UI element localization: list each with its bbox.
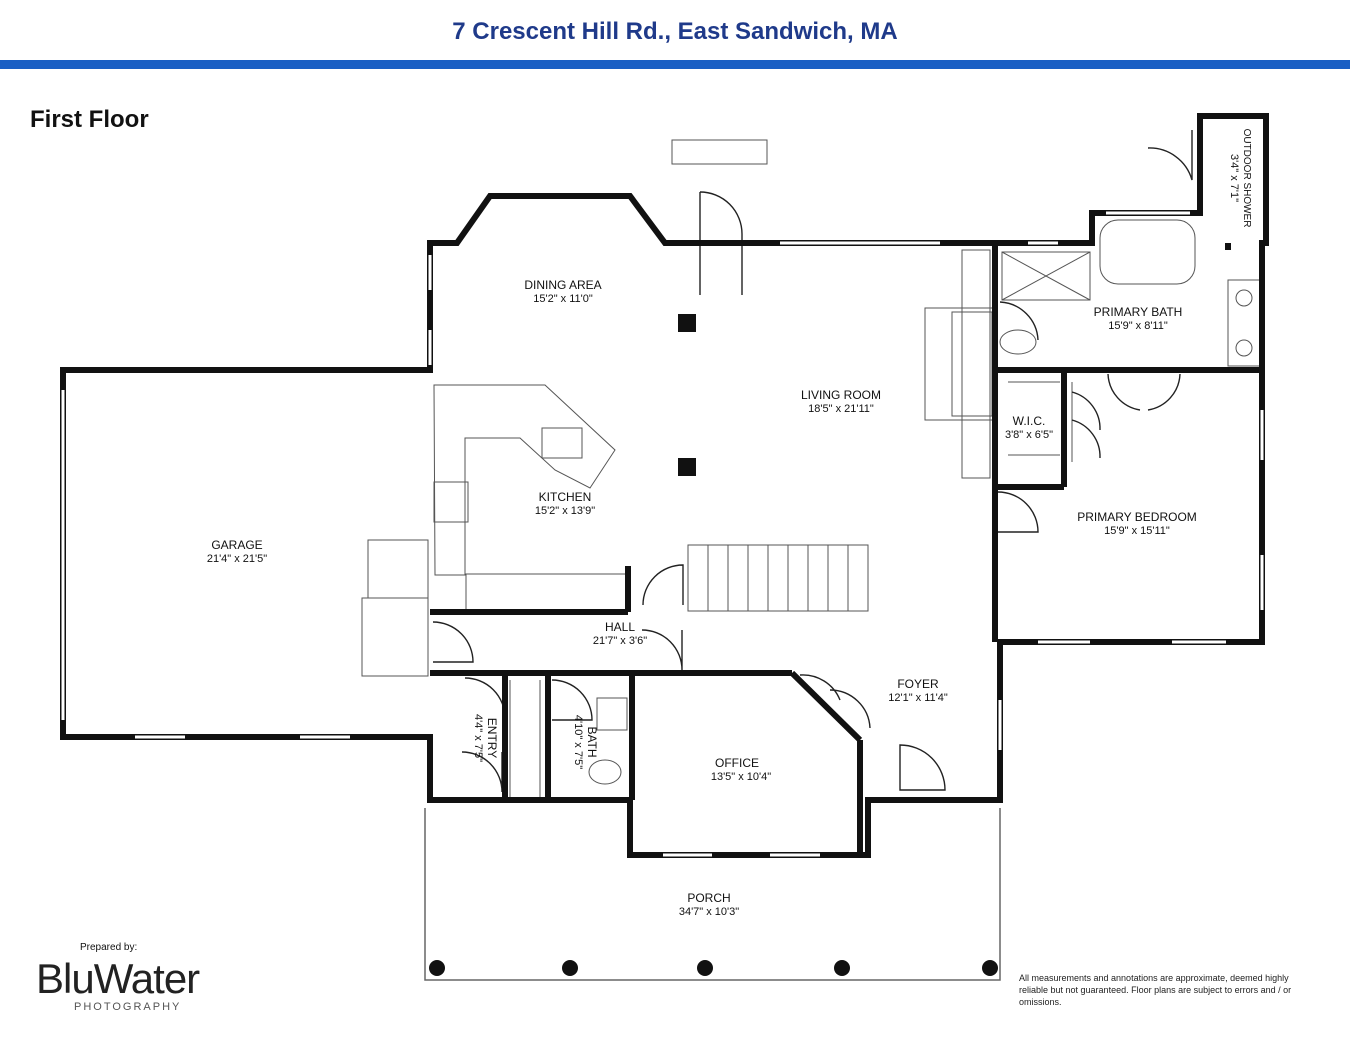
door-swing: [1071, 391, 1101, 431]
room-dims-bath: 4'10" x 7'5": [572, 715, 584, 769]
room-dims-kitchen: 15'2" x 13'9": [535, 505, 595, 517]
room-dims-foyer: 12'1" x 11'4": [888, 692, 948, 704]
room-dims-wic: 3'8" x 6'5": [1005, 429, 1053, 441]
sink-icon: [1235, 289, 1253, 307]
room-label-primary-bath: PRIMARY BATH: [1094, 305, 1183, 319]
room-label-outdoor-shower: OUTDOOR SHOWER: [1241, 129, 1252, 228]
door-swing: [799, 674, 841, 701]
kitchen-counter: [433, 384, 616, 576]
room-dims-entry: 4'4" x 7'5": [472, 714, 484, 762]
fireplace-wall: [961, 249, 991, 479]
wall: [789, 670, 863, 743]
door-swing: [829, 689, 871, 729]
door-swing: [1147, 373, 1181, 411]
door-swing: [1147, 130, 1193, 181]
room-label-dining: DINING AREA: [524, 278, 601, 292]
door-swing: [461, 751, 503, 793]
room-dims-primary-bath: 15'9" x 8'11": [1108, 320, 1168, 332]
bath-toilet-icon: [588, 759, 622, 785]
room-label-living: LIVING ROOM: [801, 388, 881, 402]
door-swing: [999, 301, 1039, 341]
fireplace: [951, 311, 993, 417]
door-swing: [1071, 419, 1101, 459]
garage-landing: [361, 597, 429, 677]
garage-steps: [367, 539, 429, 599]
fireplace-hearth: [924, 307, 996, 421]
disclaimer-text: All measurements and annotations are app…: [1019, 973, 1292, 1007]
vanity: [1227, 279, 1261, 367]
bath-sink-icon: [596, 697, 628, 731]
door-swing: [432, 621, 474, 663]
room-dims-primary-bedroom: 15'9" x 15'11": [1104, 525, 1170, 537]
door-swing: [699, 191, 743, 295]
exterior-wall: [60, 113, 1269, 858]
room-label-office: OFFICE: [715, 756, 759, 770]
door-swing: [899, 744, 946, 791]
room-dims-outdoor-shower: 3'4" x 7'1": [1228, 154, 1240, 202]
shower-stall: [1001, 251, 1091, 301]
porch-post: [834, 960, 850, 976]
room-label-porch: PORCH: [687, 891, 730, 905]
floor-label: First Floor: [30, 106, 149, 133]
door-swing: [1107, 373, 1141, 411]
range-icon: [433, 481, 469, 523]
door-swing: [551, 679, 593, 721]
room-label-hall: HALL: [605, 620, 635, 634]
prepared-by-label: Prepared by:: [80, 942, 138, 953]
door-swing: [464, 677, 506, 719]
page-title: 7 Crescent Hill Rd., East Sandwich, MA: [452, 18, 898, 45]
brand-logo: BluWater: [36, 955, 200, 1002]
room-label-kitchen: KITCHEN: [539, 490, 592, 504]
room-label-garage: GARAGE: [211, 538, 262, 552]
toilet-icon: [999, 329, 1037, 355]
room-dims-hall: 21'7" x 3'6": [593, 635, 647, 647]
room-label-wic: W.I.C.: [1013, 414, 1046, 428]
brand-subtitle: PHOTOGRAPHY: [74, 1001, 182, 1013]
room-dims-office: 13'5" x 10'4": [711, 771, 771, 783]
room-label-bath: BATH: [585, 726, 599, 757]
porch-outline: [424, 808, 1001, 981]
sink-icon: [1235, 339, 1253, 357]
door-swing: [642, 564, 684, 606]
column: [678, 458, 696, 476]
room-label-entry: ENTRY: [485, 718, 499, 758]
room-dims-porch: 34'7" x 10'3": [679, 906, 739, 918]
room-label-primary-bedroom: PRIMARY BEDROOM: [1077, 510, 1197, 524]
title-rule: [0, 60, 1350, 69]
tub-icon: [1099, 219, 1196, 285]
stairs: [687, 544, 869, 612]
room-dims-garage: 21'4" x 21'5": [207, 553, 267, 565]
exterior-step: [671, 139, 768, 165]
room-dims-dining: 15'2" x 11'0": [533, 293, 593, 305]
lower-counter: [465, 573, 629, 611]
kitchen-sink-icon: [541, 427, 583, 459]
door-swing: [997, 491, 1039, 533]
column: [678, 314, 696, 332]
room-dims-living: 18'5" x 21'11": [808, 403, 874, 415]
porch-post: [562, 960, 578, 976]
room-label-foyer: FOYER: [897, 677, 939, 691]
porch-post: [697, 960, 713, 976]
porch-post: [429, 960, 445, 976]
porch-post: [982, 960, 998, 976]
door-swing: [641, 629, 683, 671]
